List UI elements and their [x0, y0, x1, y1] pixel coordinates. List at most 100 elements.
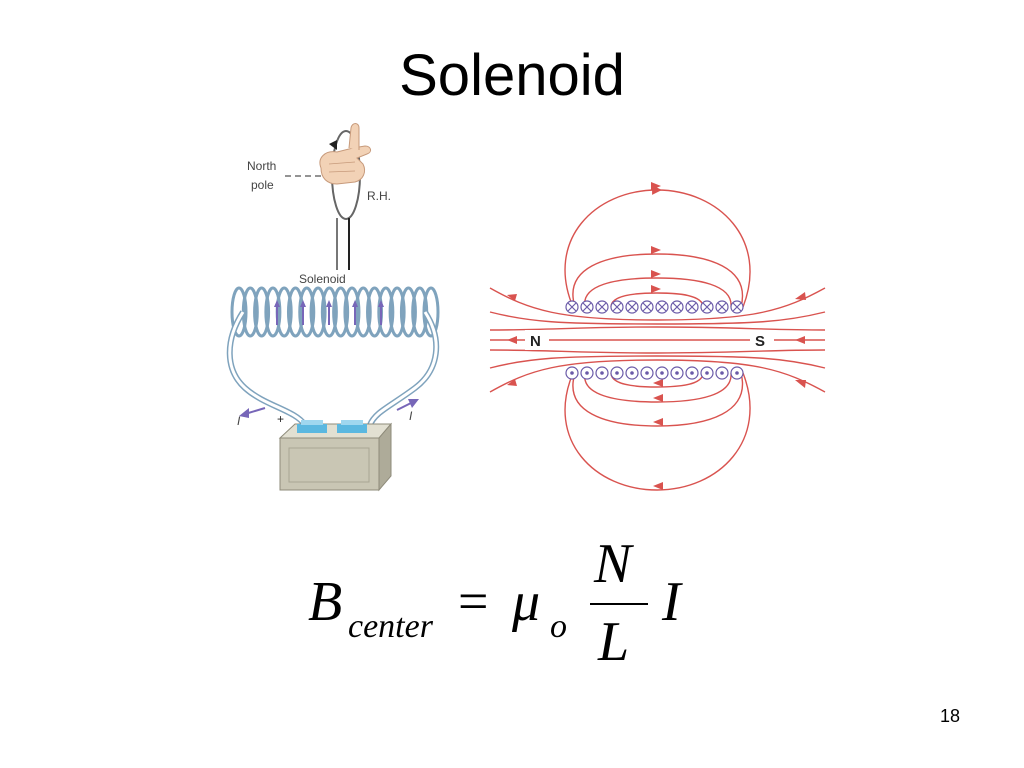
loop-arrow — [329, 140, 337, 150]
coil-turn — [399, 286, 417, 338]
coil-turn — [264, 286, 282, 338]
field-line-outer-top — [564, 185, 751, 308]
dot-mark — [630, 371, 634, 375]
coil-turn — [241, 286, 259, 338]
cross-mark — [567, 302, 577, 312]
field-line-spread-upper2 — [489, 311, 826, 325]
dot-mark — [735, 371, 739, 375]
solenoid-label: Solenoid — [299, 272, 346, 286]
south-label-bg — [750, 330, 774, 350]
cross-mark — [627, 302, 637, 312]
coil-turn — [309, 286, 327, 338]
current-arrowhead-right — [408, 399, 419, 408]
battery-icon — [278, 420, 393, 492]
cross-mark — [672, 302, 682, 312]
field-line-mid-top — [572, 253, 744, 308]
formula-b-subscript: center — [348, 608, 433, 645]
dot-mark — [705, 371, 709, 375]
formula-mu: μ — [512, 571, 541, 633]
solenoid-coil — [230, 286, 440, 338]
field-line-spread-lower — [489, 359, 826, 393]
current-arrowhead-left — [239, 408, 249, 418]
formula-mu-subscript: o — [550, 608, 567, 645]
dot-mark — [660, 371, 664, 375]
hand-label: R.H. — [367, 189, 391, 203]
cross-mark — [612, 302, 622, 312]
arrow-outer-bottom — [653, 482, 663, 490]
dot-mark — [645, 371, 649, 375]
coil-current-arrowhead — [326, 300, 332, 307]
field-line-axis-upper — [489, 326, 826, 331]
field-line-spread-upper — [489, 287, 826, 321]
field-line-inner-bottom — [584, 372, 732, 403]
field-line-outer-bottom — [564, 372, 751, 491]
solenoid-circuit-diagram: North pole R.H. Solenoid I I + − — [226, 123, 440, 492]
coil-turn — [377, 286, 395, 338]
left-lead-core — [228, 311, 307, 426]
arrow-core-top — [651, 285, 661, 293]
current-label-left: I — [237, 414, 241, 428]
formula-denominator: L — [598, 611, 630, 673]
cross-mark — [732, 302, 742, 312]
field-line-spread-lower2 — [489, 355, 826, 369]
right-lead-core — [368, 311, 438, 426]
arrow-mid-top — [651, 246, 661, 254]
field-line-core-bottom — [610, 372, 704, 388]
arrow-core-bottom — [653, 379, 663, 387]
coil-current-arrowhead — [300, 300, 306, 307]
plus-sign: + — [277, 412, 284, 426]
dot-mark — [720, 371, 724, 375]
coil-turn — [230, 286, 248, 338]
formula-b: B — [308, 571, 343, 633]
north-label-bg — [525, 330, 549, 350]
coil-turn — [343, 286, 361, 338]
pole-label: pole — [251, 178, 274, 192]
slide-title: Solenoid — [399, 43, 625, 108]
field-line-inner-top — [584, 277, 732, 308]
coil-turn — [422, 286, 440, 338]
right-hand-icon — [319, 123, 372, 185]
wire-row-into-page — [565, 300, 744, 314]
dot-mark — [600, 371, 604, 375]
arrow-spread-left-top — [507, 294, 517, 301]
field-arrows — [507, 182, 806, 490]
arrow-spread-right-bottom — [795, 380, 806, 388]
arrow-mid-bottom — [653, 418, 663, 426]
dot-mark — [675, 371, 679, 375]
fraction-bar — [590, 603, 648, 605]
field-line-mid-bottom — [572, 372, 744, 427]
formula-equals: = — [458, 571, 489, 631]
field-line-axis-lower — [489, 349, 826, 354]
coil-current-arrowhead — [352, 300, 358, 307]
coil-turn — [253, 286, 271, 338]
magnetic-field-diagram: N S — [489, 182, 826, 491]
coil-turn — [320, 286, 338, 338]
field-line-core-top — [610, 292, 704, 308]
arrow-inner-top — [651, 270, 661, 278]
north-pole-label: N — [530, 333, 541, 350]
south-pole-label: S — [755, 333, 765, 350]
cross-mark — [687, 302, 697, 312]
cross-mark — [582, 302, 592, 312]
wire-row-out-of-page — [565, 366, 744, 380]
dot-mark — [570, 371, 574, 375]
cross-mark — [702, 302, 712, 312]
dot-mark — [615, 371, 619, 375]
coil-turn — [388, 286, 406, 338]
arrow-outer-top — [651, 182, 661, 190]
cross-mark — [597, 302, 607, 312]
arrow-inner-bottom — [653, 394, 663, 402]
coil-turn — [354, 286, 372, 338]
cross-mark — [657, 302, 667, 312]
formula-current: I — [662, 571, 681, 633]
coil-current-arrowhead — [378, 300, 384, 307]
north-label: North — [247, 159, 276, 173]
arrow-spread-right-top — [795, 292, 806, 300]
arrow-spread-left-bottom — [507, 379, 517, 386]
dot-mark — [585, 371, 589, 375]
coil-turn — [298, 286, 316, 338]
page-number: 18 — [939, 706, 961, 726]
formula-numerator: N — [594, 533, 632, 595]
cross-mark — [642, 302, 652, 312]
dot-mark — [690, 371, 694, 375]
